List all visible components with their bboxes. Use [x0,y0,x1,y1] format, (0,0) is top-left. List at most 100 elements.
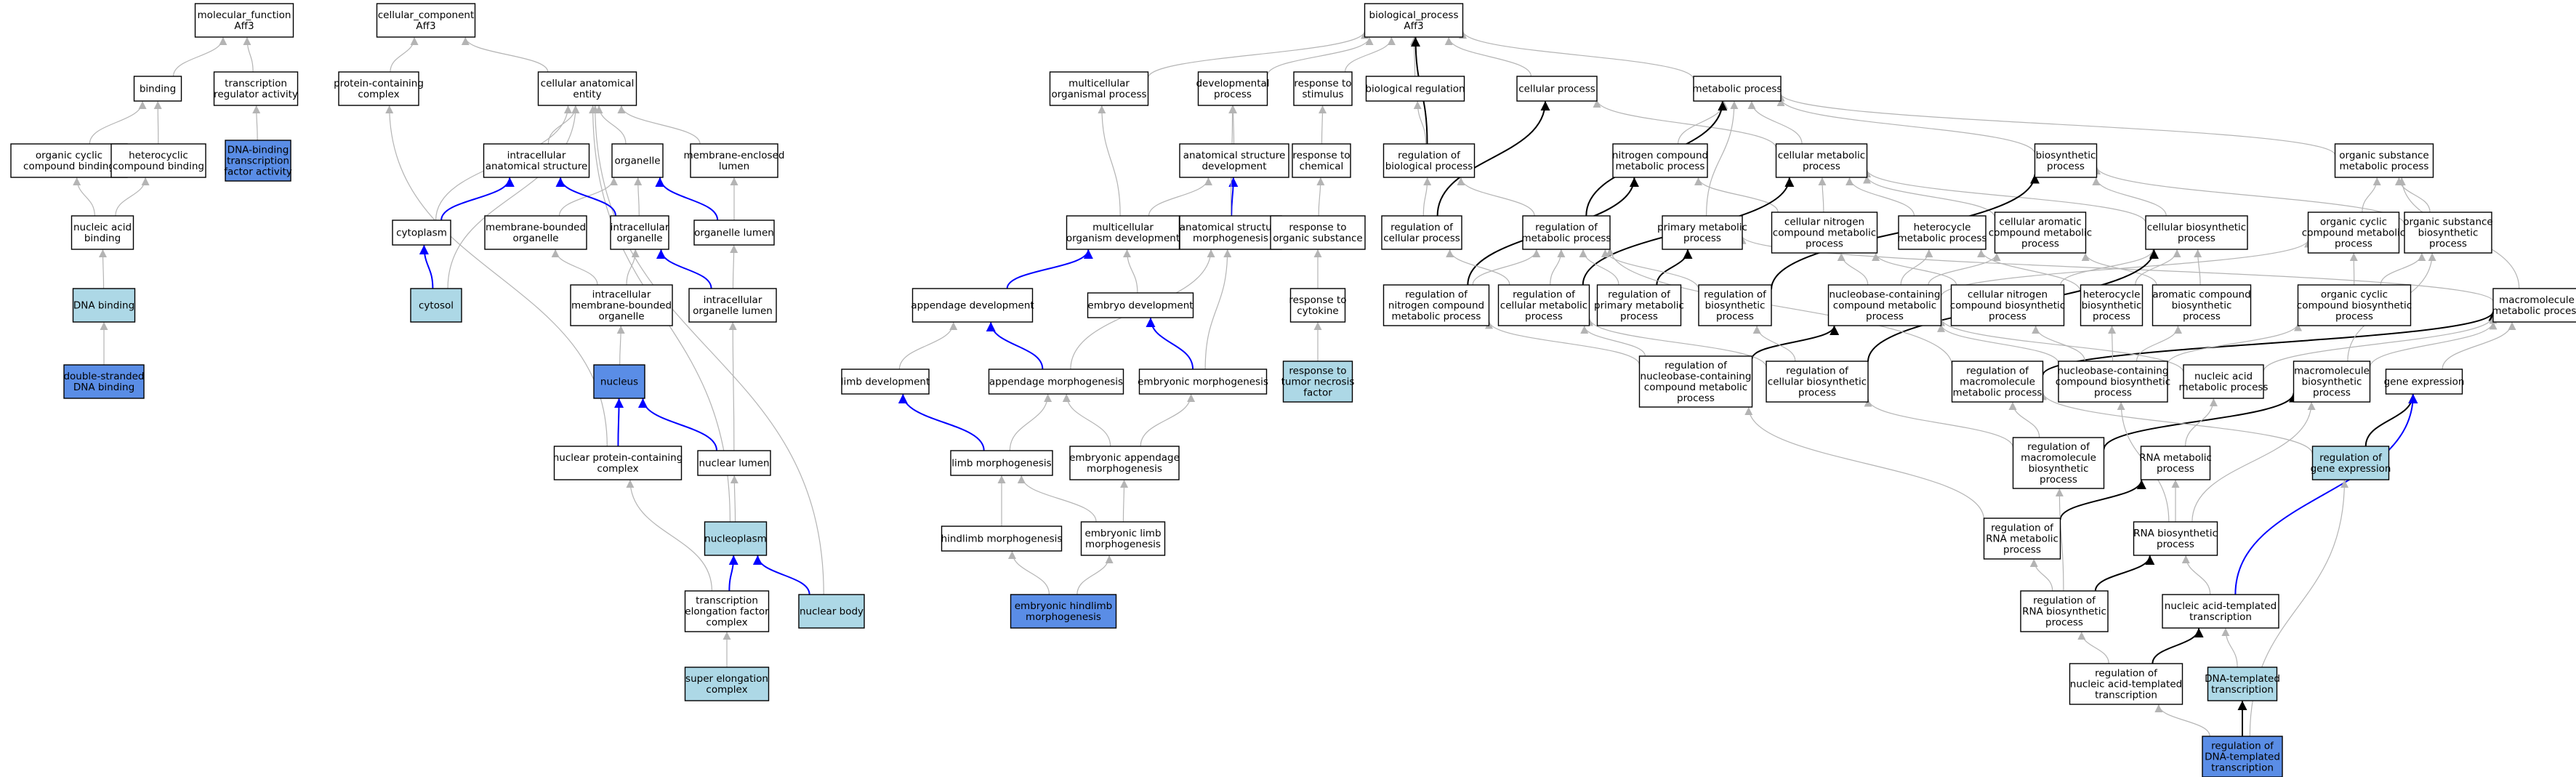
node-label: process [1620,311,1658,323]
go-term-node-cytoplasm[interactable]: cytoplasm [392,220,451,246]
go-term-node-em[interactable]: embryonic morphogenesis [1138,369,1268,395]
go-term-node-rombp[interactable]: regulation ofmacromoleculebiosyntheticpr… [2012,437,2105,489]
go-term-node-nb[interactable]: nuclear body [798,594,865,629]
go-term-node-organelle[interactable]: organelle [611,143,664,178]
go-term-node-binding[interactable]: binding [133,76,182,102]
go-term-node-nucleoplasm[interactable]: nucleoplasm [704,521,768,556]
go-term-node-mp[interactable]: metabolic process [1693,76,1782,102]
go-term-node-ol[interactable]: organelle lumen [693,220,775,246]
go-term-node-dnab[interactable]: DNA binding [72,288,136,323]
go-term-node-cp[interactable]: cellular process [1516,76,1598,102]
go-term-node-ld[interactable]: limb development [841,369,930,395]
node-label: transcription [696,595,758,607]
node-label: metabolic process [1898,233,1987,244]
go-term-node-ronccmp[interactable]: regulation ofnucleobase-containingcompou… [1638,355,1753,408]
edge-nucleus-to-imbo [616,325,625,366]
go-term-node-nl[interactable]: nuclear lumen [697,450,771,476]
node-box [1898,215,1987,250]
go-term-node-ed[interactable]: embryo development [1087,292,1194,318]
go-term-node-lm[interactable]: limb morphogenesis [950,450,1053,476]
go-term-node-apd[interactable]: appendage development [911,288,1034,323]
go-term-node-br[interactable]: biological regulation [1365,76,1465,102]
go-term-node-nucleus[interactable]: nucleus [593,364,645,399]
go-term-node-ge[interactable]: gene expression [2384,369,2465,395]
node-label: RNA biosynthetic [2022,606,2106,618]
go-term-node-cytosol[interactable]: cytosol [410,288,462,323]
go-term-node-hlm[interactable]: hindlimb morphogenesis [941,526,1063,552]
go-term-node-apm[interactable]: appendage morphogenesis [988,369,1124,395]
